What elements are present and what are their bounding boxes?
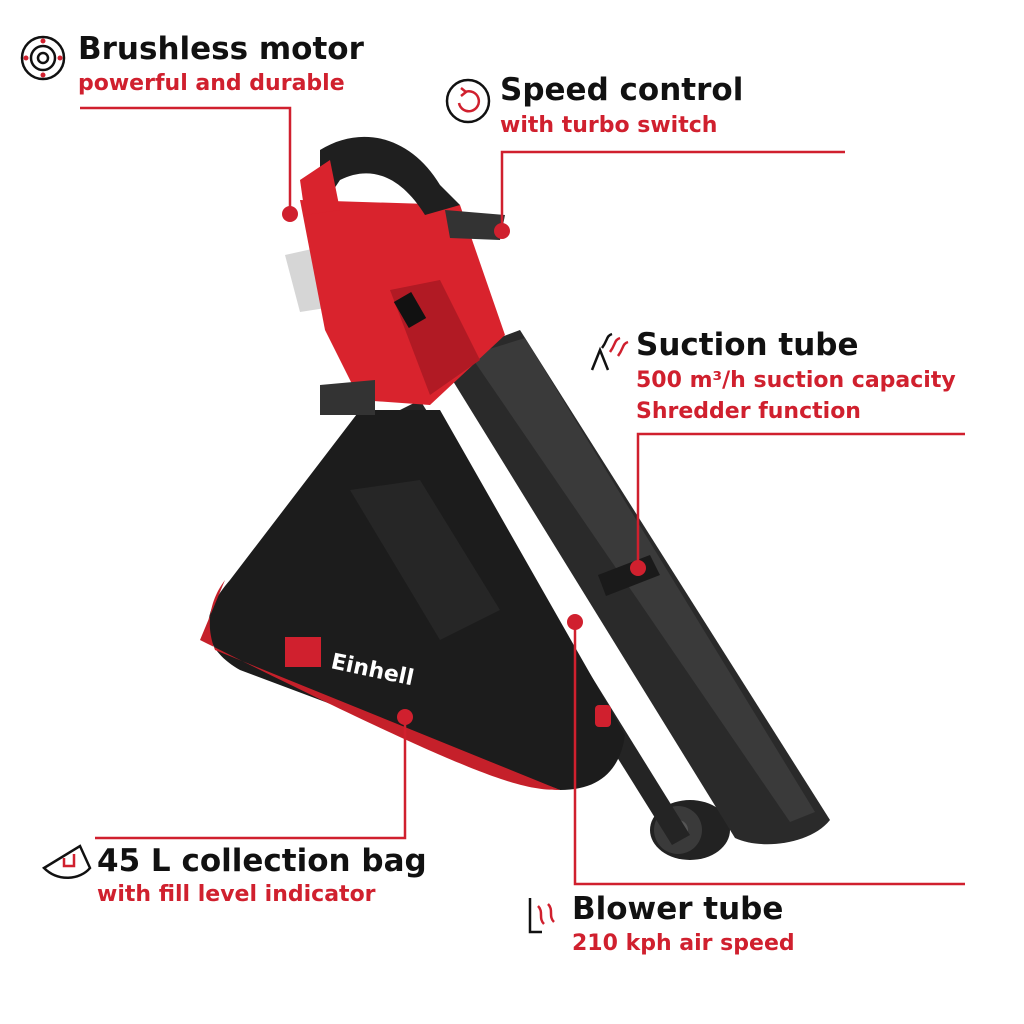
speed-dot <box>494 223 510 239</box>
brushless-dot <box>282 206 298 222</box>
suction-subtitle: 500 m³/h suction capacity <box>636 368 956 393</box>
speed-title: Speed control <box>500 72 744 108</box>
blower-dot <box>567 614 583 630</box>
suction-dot <box>630 560 646 576</box>
bag-icon <box>41 844 92 879</box>
bag-subtitle: with fill level indicator <box>97 882 376 907</box>
speed-subtitle: with turbo switch <box>500 113 718 138</box>
brushless-title: Brushless motor <box>78 31 364 67</box>
airflow-icon <box>528 898 555 934</box>
blower-subtitle: 210 kph air speed <box>572 931 795 956</box>
brushless-subtitle: powerful and durable <box>78 71 345 96</box>
suction-title: Suction tube <box>636 327 859 363</box>
suction-subtitle-2: Shredder function <box>636 399 861 424</box>
bag-dot <box>397 709 413 725</box>
rotation-icon <box>445 78 491 124</box>
suction-icon <box>590 332 629 371</box>
motor-icon <box>20 35 66 81</box>
bag-title: 45 L collection bag <box>97 843 427 879</box>
blower-title: Blower tube <box>572 891 784 927</box>
